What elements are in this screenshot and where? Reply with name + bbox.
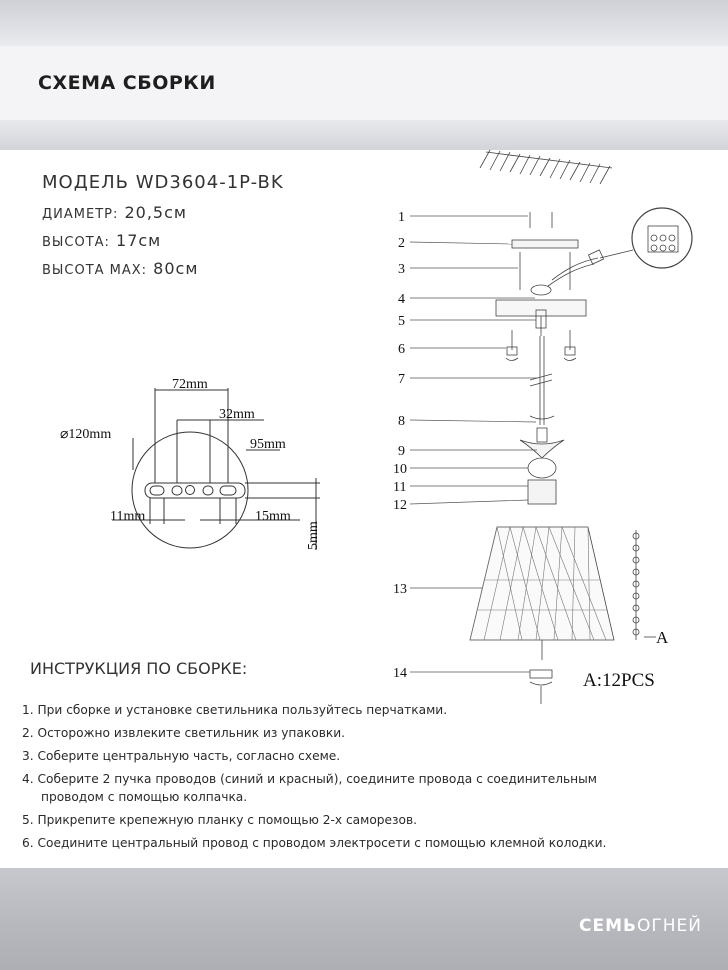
instruction-step-4-line-1: 4. Соберите 2 пучка проводов (синий и кр… xyxy=(22,772,597,786)
crystal-string-a xyxy=(632,530,640,640)
spec-height-value: 17см xyxy=(116,231,162,250)
bar-slot xyxy=(202,485,214,496)
instruction-step-6: 6. Соедините центральный провод с провод… xyxy=(22,836,607,850)
ceiling-hatch xyxy=(479,149,613,185)
dim-72: 72mm xyxy=(172,377,208,392)
spec-height-max-value: 80см xyxy=(153,259,199,278)
spec-height-max: ВЫСОТА MAX: 80см xyxy=(42,259,198,278)
bottom-cap-part xyxy=(529,669,553,679)
instruction-step-3: 3. Соберите центральную часть, согласно … xyxy=(22,749,341,763)
part-label-11: 11 xyxy=(393,480,406,495)
bar-slot xyxy=(171,485,183,496)
instruction-step-2: 2. Осторожно извлеките светильник из упа… xyxy=(22,726,346,740)
canopy-part xyxy=(495,299,587,317)
part-label-1: 1 xyxy=(398,210,405,225)
part-label-12: 12 xyxy=(393,498,407,513)
plate-circle xyxy=(131,431,249,549)
instruction-step-1: 1. При сборке и установке светильника по… xyxy=(22,703,448,717)
instruction-step-4-line-2: проводом с помощью колпачка. xyxy=(41,790,248,804)
footer-band xyxy=(0,868,728,970)
part-label-8: 8 xyxy=(398,414,405,429)
terminal-detail-circle xyxy=(631,207,693,269)
bar-center-hole xyxy=(185,485,195,495)
part-label-10: 10 xyxy=(393,462,407,477)
dim-15: 15mm xyxy=(255,509,291,524)
instruction-step-4: 4. Соберите 2 пучка проводов (синий и кр… xyxy=(22,770,712,806)
header-band xyxy=(0,0,728,150)
header-white-strip xyxy=(0,46,728,120)
part-a-label: A xyxy=(656,628,669,647)
socket-part xyxy=(527,479,557,505)
brand-logo: СЕМЬОГНЕЙ xyxy=(579,916,702,936)
cup-part xyxy=(519,439,565,459)
dim-32: 32mm xyxy=(219,407,255,422)
part-label-7: 7 xyxy=(398,372,405,387)
part-label-5: 5 xyxy=(398,314,405,329)
spec-height-label: ВЫСОТА: xyxy=(42,235,110,250)
bar-slot-left xyxy=(149,485,165,496)
part-label-9: 9 xyxy=(398,444,405,459)
part-label-13: 13 xyxy=(393,582,407,597)
ball-part xyxy=(527,457,557,479)
dim-11: 11mm xyxy=(110,509,145,524)
part-label-6: 6 xyxy=(398,342,405,357)
spec-height: ВЫСОТА: 17см xyxy=(42,231,161,250)
mounting-bar xyxy=(144,482,246,499)
bar-slot-right xyxy=(219,485,237,496)
dim-5: 5mm xyxy=(306,521,321,550)
spec-diameter: ДИАМЕТР: 20,5см xyxy=(42,203,187,222)
crystal-shade xyxy=(469,526,615,641)
brand-light: ОГНЕЙ xyxy=(637,916,702,936)
part-label-2: 2 xyxy=(398,236,405,251)
part-label-3: 3 xyxy=(398,262,405,277)
part-a-count: A:12PCS xyxy=(583,670,655,691)
brand-bold: СЕМЬ xyxy=(579,916,637,936)
dim-d120: ⌀120mm xyxy=(60,427,111,442)
model-name: МОДЕЛЬ WD3604-1P-BK xyxy=(42,172,284,193)
spec-height-max-label: ВЫСОТА MAX: xyxy=(42,263,148,278)
instructions-list: 1. При сборке и установке светильника по… xyxy=(22,701,712,857)
spec-diameter-value: 20,5см xyxy=(124,203,187,222)
instruction-step-5: 5. Прикрепите крепежную планку с помощью… xyxy=(22,813,418,827)
mount-bar-part xyxy=(511,239,579,249)
part-label-14: 14 xyxy=(393,666,407,681)
page-title: СХЕМА СБОРКИ xyxy=(38,72,216,94)
dim-95: 95mm xyxy=(250,437,286,452)
part-label-4: 4 xyxy=(398,292,405,307)
spec-diameter-label: ДИАМЕТР: xyxy=(42,207,119,222)
instructions-title: ИНСТРУКЦИЯ ПО СБОРКЕ: xyxy=(30,659,248,678)
